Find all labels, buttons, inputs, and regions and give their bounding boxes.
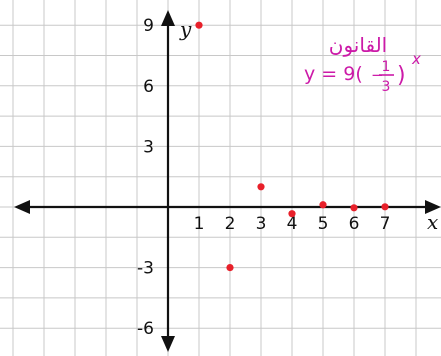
- x-tick-label: 1: [194, 214, 205, 234]
- y-tick-label: 3: [143, 137, 154, 157]
- x-axis-arrow-left: [14, 200, 30, 214]
- data-point: [381, 203, 389, 211]
- fraction-sign: −: [371, 66, 384, 84]
- x-tick-label: 5: [318, 214, 329, 234]
- data-point: [350, 204, 358, 212]
- fraction-numerator: 1: [382, 59, 391, 75]
- data-point: [226, 264, 234, 272]
- data-point: [319, 201, 327, 209]
- y-axis-arrow-down: [161, 336, 175, 352]
- x-tick-label: 3: [256, 214, 267, 234]
- x-tick-label: 4: [287, 214, 298, 234]
- data-points: [195, 21, 389, 272]
- equation-rhs: ): [397, 63, 406, 88]
- x-axis-label: x: [427, 210, 438, 234]
- x-tick-label: 2: [225, 214, 236, 234]
- x-tick-label: 7: [380, 214, 391, 234]
- equation-lhs: y = 9(: [304, 63, 363, 85]
- y-tick-label: 6: [143, 77, 154, 97]
- annotation-heading: القانون: [329, 33, 387, 57]
- data-point: [288, 210, 296, 218]
- y-axis-label: y: [179, 17, 192, 41]
- equation-exponent: x: [411, 50, 421, 68]
- y-tick-label: 9: [143, 16, 154, 36]
- annotation: القانون y = 9( − 1 3 ) x: [304, 33, 421, 95]
- y-tick-label: -6: [137, 319, 154, 339]
- x-axis-arrow-right: [425, 200, 441, 214]
- y-tick-label: -3: [137, 259, 154, 279]
- axes: [14, 10, 441, 352]
- fraction-denominator: 3: [382, 79, 391, 95]
- y-axis-arrow-up: [161, 10, 175, 26]
- x-tick-label: 6: [349, 214, 360, 234]
- data-point: [257, 183, 265, 191]
- data-point: [195, 21, 203, 29]
